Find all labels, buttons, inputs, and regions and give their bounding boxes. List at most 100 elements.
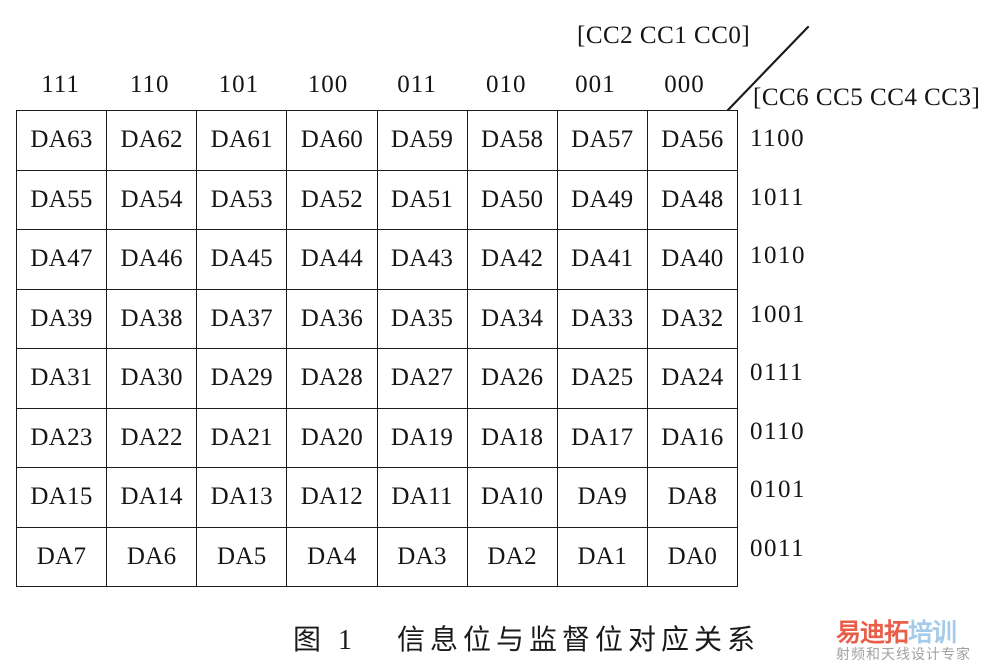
row-label-column: 1100 1011 1010 1001 0111 0110 0101 0011 (750, 110, 870, 578)
row-group-label: [CC6 CC5 CC4 CC3] (753, 84, 981, 111)
table-cell: DA51 (376, 169, 468, 230)
table-row: DA15 DA14 DA13 DA12 DA11 DA10 DA9 DA8 (15, 467, 739, 528)
row-label-3: 1001 (750, 300, 806, 328)
table-cell: DA44 (286, 229, 378, 290)
table-cell: DA16 (646, 407, 739, 468)
table-cell: DA36 (286, 288, 378, 349)
table-cell: DA31 (15, 348, 108, 409)
table-cell: DA55 (15, 169, 108, 230)
table-cell: DA61 (196, 110, 288, 171)
table-cell: DA59 (376, 110, 468, 171)
table-cell: DA37 (196, 288, 288, 349)
table-cell: DA45 (196, 229, 288, 290)
table-cell: DA4 (286, 526, 378, 587)
column-header-0: 111 (41, 71, 80, 98)
table-cell: DA14 (106, 467, 198, 528)
table-cell: DA29 (196, 348, 288, 409)
table-cell: DA18 (466, 407, 558, 468)
table-cell: DA53 (196, 169, 288, 230)
table-cell: DA7 (15, 526, 108, 587)
column-header-3: 100 (307, 71, 349, 98)
table-cell: DA33 (556, 288, 648, 349)
table-row: DA31 DA30 DA29 DA28 DA27 DA26 DA25 DA24 (15, 348, 739, 409)
table-cell: DA21 (196, 407, 288, 468)
table-cell: DA46 (106, 229, 198, 290)
table-cell: DA17 (556, 407, 648, 468)
table-row: DA55 DA54 DA53 DA52 DA51 DA50 DA49 DA48 (15, 169, 739, 230)
table-cell: DA60 (286, 110, 378, 171)
table-cell: DA1 (556, 526, 648, 587)
table-cell: DA8 (646, 467, 739, 528)
table-cell: DA57 (556, 110, 648, 171)
table-cell: DA12 (286, 467, 378, 528)
table-cell: DA42 (466, 229, 558, 290)
table-cell: DA40 (646, 229, 739, 290)
column-header-row: 111 110 101 100 011 010 001 000 (16, 68, 729, 102)
table-cell: DA0 (646, 526, 739, 587)
watermark-brand-primary: 易迪拓 (836, 618, 909, 647)
column-header-6: 001 (575, 71, 616, 98)
table-row: DA39 DA38 DA37 DA36 DA35 DA34 DA33 DA32 (15, 288, 739, 349)
table-cell: DA15 (15, 467, 108, 528)
figure-caption: 图 1 信息位与监督位对应关系 (0, 618, 760, 658)
table-row: DA7 DA6 DA5 DA4 DA3 DA2 DA1 DA0 (15, 526, 739, 587)
table-cell: DA50 (466, 169, 558, 230)
data-bit-table: DA63 DA62 DA61 DA60 DA59 DA58 DA57 DA56 … (15, 110, 739, 587)
table-cell: DA20 (286, 407, 378, 468)
table-cell: DA56 (646, 110, 739, 171)
table-cell: DA27 (376, 348, 468, 409)
table-cell: DA34 (466, 288, 558, 349)
table-cell: DA23 (15, 407, 108, 468)
table-cell: DA30 (106, 348, 198, 409)
column-header-7: 000 (664, 71, 705, 98)
table-row: DA47 DA46 DA45 DA44 DA43 DA42 DA41 DA40 (15, 229, 739, 290)
axis-divider-diagonal (725, 22, 815, 114)
watermark-tagline: 射频和天线设计专家 (836, 647, 971, 663)
table-cell: DA41 (556, 229, 648, 290)
table-cell: DA52 (286, 169, 378, 230)
table-cell: DA43 (376, 229, 468, 290)
watermark: 易迪拓培训 射频和天线设计专家 (836, 619, 988, 667)
table-cell: DA13 (196, 467, 288, 528)
caption-number: 图 1 (292, 625, 357, 656)
table-cell: DA9 (556, 467, 648, 528)
table-row: DA23 DA22 DA21 DA20 DA19 DA18 DA17 DA16 (15, 407, 739, 468)
table-cell: DA39 (15, 288, 108, 349)
table-cell: DA32 (646, 288, 739, 349)
table-cell: DA38 (106, 288, 198, 349)
table-cell: DA26 (466, 348, 558, 409)
table-cell: DA25 (556, 348, 648, 409)
row-label-5: 0110 (750, 417, 806, 445)
table-cell: DA10 (466, 467, 558, 528)
table-cell: DA35 (376, 288, 468, 349)
table-cell: DA63 (15, 110, 108, 171)
table-cell: DA48 (646, 169, 739, 230)
watermark-brand-secondary: 培训 (908, 618, 957, 647)
caption-title: 信息位与监督位对应关系 (396, 625, 760, 656)
row-label-2: 1010 (750, 242, 806, 269)
table-cell: DA11 (376, 467, 468, 528)
table-cell: DA2 (466, 526, 558, 587)
row-label-7: 0011 (750, 534, 806, 562)
table-cell: DA3 (376, 526, 468, 587)
table-cell: DA28 (286, 348, 378, 409)
column-header-1: 110 (129, 71, 170, 98)
column-group-label: [CC2 CC1 CC0] (577, 22, 751, 49)
table-cell: DA19 (376, 407, 468, 468)
table-cell: DA24 (646, 348, 739, 409)
column-header-4: 011 (397, 71, 437, 98)
column-header-2: 101 (218, 71, 260, 98)
table-cell: DA22 (106, 407, 198, 468)
row-label-4: 0111 (750, 359, 805, 386)
table-row: DA63 DA62 DA61 DA60 DA59 DA58 DA57 DA56 (15, 110, 739, 171)
table-cell: DA62 (106, 110, 198, 171)
table-cell: DA54 (106, 169, 198, 230)
table-cell: DA47 (15, 229, 108, 290)
column-header-5: 010 (485, 71, 527, 98)
table-cell: DA5 (196, 526, 288, 587)
table-cell: DA6 (106, 526, 198, 587)
row-label-6: 0101 (750, 476, 806, 503)
table-cell: DA58 (466, 110, 558, 171)
row-label-0: 1100 (750, 125, 806, 152)
